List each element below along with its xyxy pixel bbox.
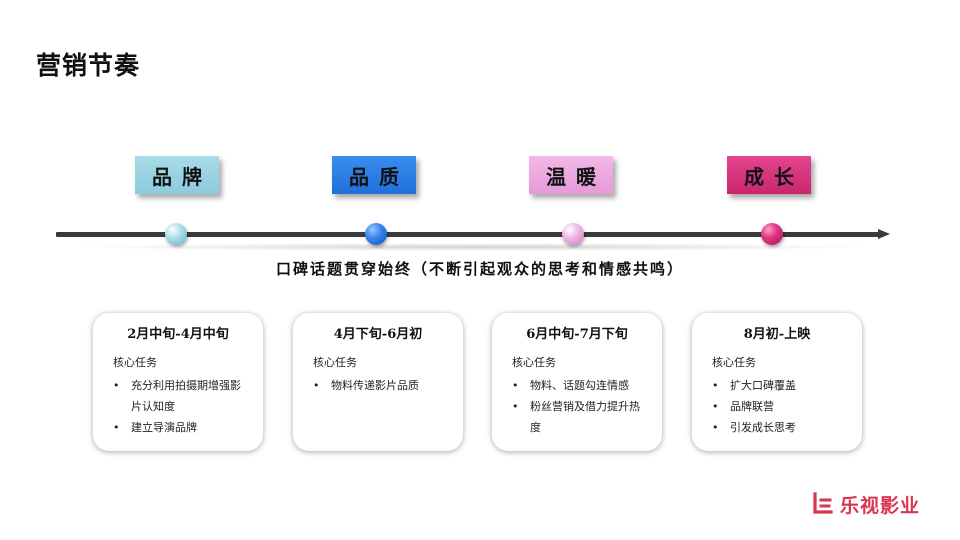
stage-label-quality: 品质 <box>332 156 416 194</box>
phase-card: 4月下旬-6月初 核心任务 物料传递影片品质 <box>293 313 463 451</box>
task-item: 物料、话题勾连情感 <box>512 375 648 396</box>
company-logo: 乐视影业 <box>812 490 920 518</box>
phase-period: 8月初-上映 <box>743 327 811 342</box>
letv-logo-icon <box>813 492 833 514</box>
phase-heading: 核心任务 <box>313 356 357 369</box>
phase-period: 4月下旬-6月初 <box>333 327 423 342</box>
task-item: 粉丝营销及借力提升热度 <box>512 396 648 438</box>
phase-card: 8月初-上映 核心任务 扩大口碑覆盖 品牌联营 引发成长思考 <box>692 313 862 451</box>
stage-label-warmth: 温暖 <box>529 156 613 194</box>
logo-text: 乐视影业 <box>840 494 921 517</box>
timeline-node-brand <box>165 223 187 245</box>
theme-caption: 口碑话题贯穿始终（不断引起观众的思考和情感共鸣） <box>275 260 684 278</box>
task-list: 物料传递影片品质 <box>313 375 449 396</box>
phase-card: 6月中旬-7月下旬 核心任务 物料、话题勾连情感 粉丝营销及借力提升热度 <box>492 313 662 451</box>
task-item: 充分利用拍摄期增强影片认知度 <box>113 375 249 417</box>
task-list: 扩大口碑覆盖 品牌联营 引发成长思考 <box>712 375 848 438</box>
task-item: 物料传递影片品质 <box>313 375 449 396</box>
timeline-node-warmth <box>562 223 584 245</box>
timeline-node-quality <box>365 223 387 245</box>
timeline-shadow <box>70 243 880 251</box>
phase-period: 6月中旬-7月下旬 <box>526 327 628 342</box>
stage-label-growth: 成长 <box>727 156 811 194</box>
task-list: 物料、话题勾连情感 粉丝营销及借力提升热度 <box>512 375 648 438</box>
task-item: 扩大口碑覆盖 <box>712 375 848 396</box>
phase-heading: 核心任务 <box>512 356 556 369</box>
phase-heading: 核心任务 <box>712 356 756 369</box>
timeline-line <box>56 232 880 237</box>
task-item: 建立导演品牌 <box>113 417 249 438</box>
timeline-node-growth <box>761 223 783 245</box>
task-list: 充分利用拍摄期增强影片认知度 建立导演品牌 <box>113 375 249 438</box>
phase-heading: 核心任务 <box>113 356 157 369</box>
slide-title: 营销节奏 <box>36 51 141 80</box>
timeline-arrow-icon <box>878 229 890 239</box>
phase-period: 2月中旬-4月中旬 <box>127 327 229 342</box>
task-item: 品牌联营 <box>712 396 848 417</box>
task-item: 引发成长思考 <box>712 417 848 438</box>
phase-card: 2月中旬-4月中旬 核心任务 充分利用拍摄期增强影片认知度 建立导演品牌 <box>93 313 263 451</box>
stage-label-brand: 品牌 <box>135 156 219 194</box>
